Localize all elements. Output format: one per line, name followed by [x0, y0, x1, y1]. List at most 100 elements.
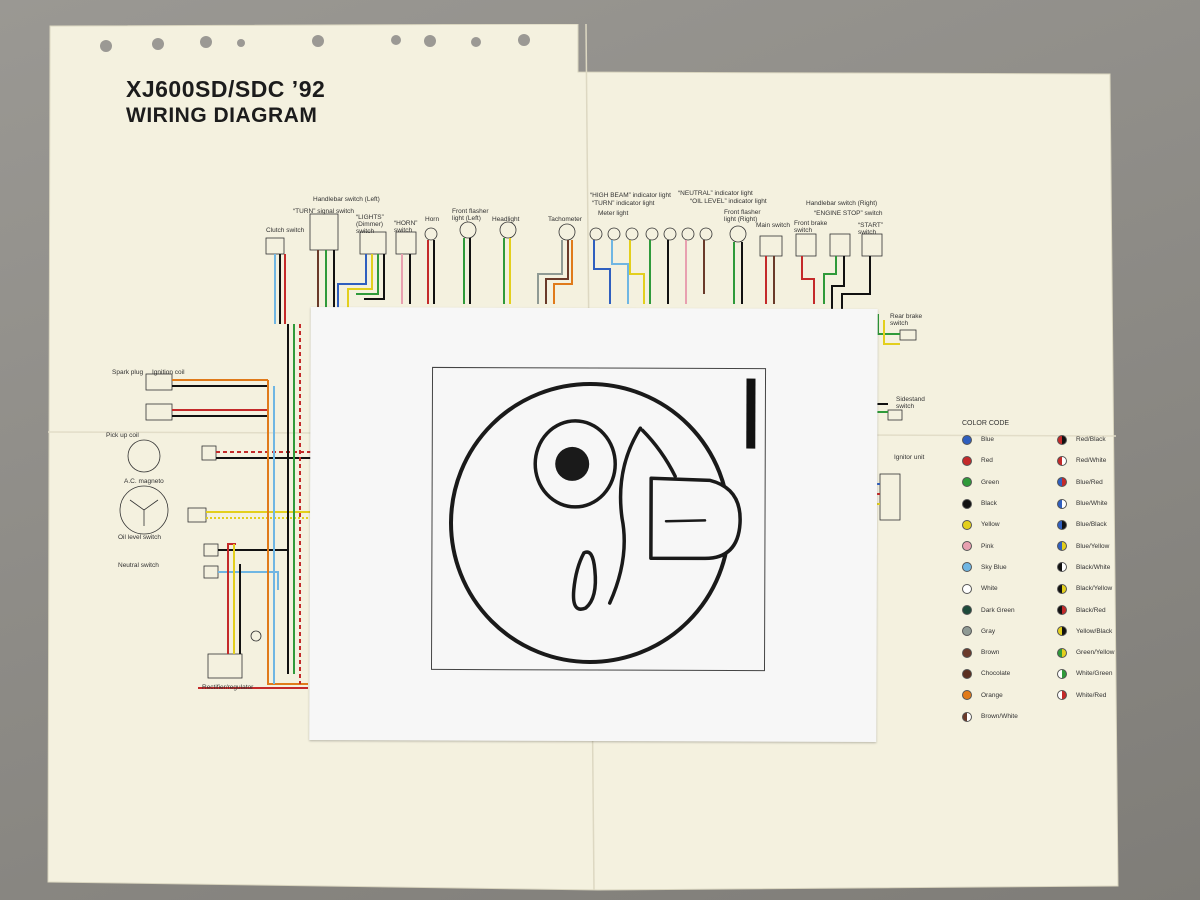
color-swatch-icon [962, 668, 972, 679]
color-code-label: Chocolate [981, 670, 1011, 678]
label-handlebar-left: Handlebar switch (Left) [313, 196, 380, 203]
color-swatch-icon [962, 690, 972, 701]
color-swatch-icon [1057, 434, 1067, 445]
label-neutral-indicator: “NEUTRAL” indicator light [678, 190, 753, 197]
color-code-item: Blue/Red [1057, 476, 1152, 489]
label-rear-brake: Rear brake switch [890, 313, 923, 327]
top-wiring [274, 238, 871, 324]
open-eye [533, 419, 617, 509]
pupil [555, 446, 590, 481]
label-start: “START” switch [858, 222, 884, 236]
color-code-label: Red/White [1076, 457, 1107, 465]
color-code-item: Red [962, 454, 1057, 467]
color-code-label: Black/White [1076, 563, 1111, 571]
diagram-title: WIRING DIAGRAM [126, 104, 318, 127]
color-code-item: Yellow/Black [1057, 625, 1152, 638]
color-swatch-icon [962, 562, 972, 573]
color-swatch-icon [1057, 626, 1067, 637]
color-swatch-icon [962, 477, 972, 488]
color-code-item: Red/Black [1057, 433, 1152, 446]
color-code-label: Brown/White [981, 713, 1018, 720]
label-oil-level-indicator: “OIL LEVEL” indicator light [690, 198, 767, 205]
color-swatch-icon [962, 647, 972, 658]
color-code-label: Green/Yellow [1076, 649, 1115, 657]
diagram-model-title: XJ600SD/SDC ’92 [126, 76, 326, 102]
punched-holes [100, 34, 530, 52]
tear-drop [571, 550, 598, 611]
winking-eye [640, 428, 677, 479]
label-front-flasher-left: Front flasher light (Left) [452, 208, 489, 222]
winking-face-drawing [430, 366, 767, 672]
color-swatch-icon [1057, 455, 1067, 466]
color-code-item: Black/White [1057, 561, 1152, 574]
drawing-frame [430, 366, 767, 672]
color-code-item: Blue/White [1057, 497, 1152, 510]
mouth-line [607, 426, 643, 605]
color-code-label: Red/Black [1076, 436, 1106, 444]
label-tachometer: Tachometer [548, 216, 582, 223]
color-code-label: Blue/Yellow [1076, 542, 1110, 550]
color-code-label: Pink [981, 542, 994, 550]
color-code-item: Yellow [962, 518, 1057, 531]
label-neutral-switch: Neutral switch [118, 562, 159, 569]
color-swatch-icon [962, 455, 972, 466]
color-swatch-icon [1057, 519, 1067, 530]
color-code-label: Black [981, 500, 997, 508]
color-code-item: Gray [962, 625, 1057, 638]
label-front-brake: Front brake switch [794, 220, 828, 234]
color-code-item: White/Red [1057, 689, 1152, 702]
label-horn: Horn [425, 216, 440, 223]
color-code-item: Chocolate [962, 667, 1057, 680]
label-oil-level-switch: Oil level switch [118, 534, 161, 541]
color-code-label: White/Green [1076, 670, 1113, 678]
color-swatch-icon [962, 711, 972, 722]
label-sidestand: Sidestand switch [896, 396, 925, 410]
label-spark-plug: Spark plug [112, 369, 144, 376]
color-code-label: White [981, 585, 998, 593]
color-code-item: Green/Yellow [1057, 646, 1152, 659]
color-swatch-icon [1057, 647, 1067, 658]
label-pickup-coil: Pick up coil [106, 432, 139, 439]
top-components [265, 213, 883, 257]
color-code-label: Orange [981, 691, 1003, 699]
color-code-item: Blue/Black [1057, 518, 1152, 531]
color-swatch-icon [962, 626, 972, 637]
tongue-line [664, 519, 707, 523]
color-code-label: Black/Red [1076, 606, 1106, 614]
color-code-item: Brown [962, 646, 1057, 659]
color-code-label: Yellow [981, 521, 1000, 529]
label-horn-switch: “HORN” switch [394, 220, 418, 234]
color-code-item: Blue/Yellow [1057, 539, 1152, 552]
color-code-item: Red/White [1057, 454, 1152, 467]
label-rectifier: Rectifier/regulator [202, 684, 254, 691]
color-code-item: White [962, 582, 1057, 595]
color-swatch-icon [962, 519, 972, 530]
color-swatch-icon [1057, 477, 1067, 488]
color-swatch-icon [1057, 583, 1067, 594]
color-code-item: Green [962, 476, 1057, 489]
label-ignitor: Ignitor unit [894, 454, 925, 461]
color-code-label: Green [981, 478, 1000, 486]
label-ignition-coil: Ignition coil [152, 369, 185, 376]
color-code-label: Blue/Black [1076, 521, 1107, 529]
label-headlight: Headlight [492, 216, 520, 223]
label-turn-indicator: “TURN” indicator light [592, 200, 655, 207]
color-code-label: Dark Green [981, 606, 1015, 614]
overlay-paper [309, 307, 878, 742]
color-code-title: COLOR CODE [962, 420, 1010, 427]
color-swatch-icon [962, 583, 972, 594]
left-wiring [172, 324, 313, 689]
right-wiring [876, 314, 900, 505]
color-swatch-icon [1057, 541, 1067, 552]
tongue [649, 476, 742, 561]
color-code-item: Pink [962, 539, 1057, 552]
label-main-switch: Main switch [756, 222, 790, 229]
color-swatch-icon [962, 541, 972, 552]
color-swatch-icon [1057, 498, 1067, 509]
color-code-label: Black/Yellow [1076, 585, 1113, 593]
marker-stroke [746, 378, 756, 449]
label-front-flasher-right: Front flasher light (Right) [724, 209, 761, 223]
color-code-label: Gray [981, 627, 996, 635]
color-code-item: Black [962, 497, 1057, 510]
